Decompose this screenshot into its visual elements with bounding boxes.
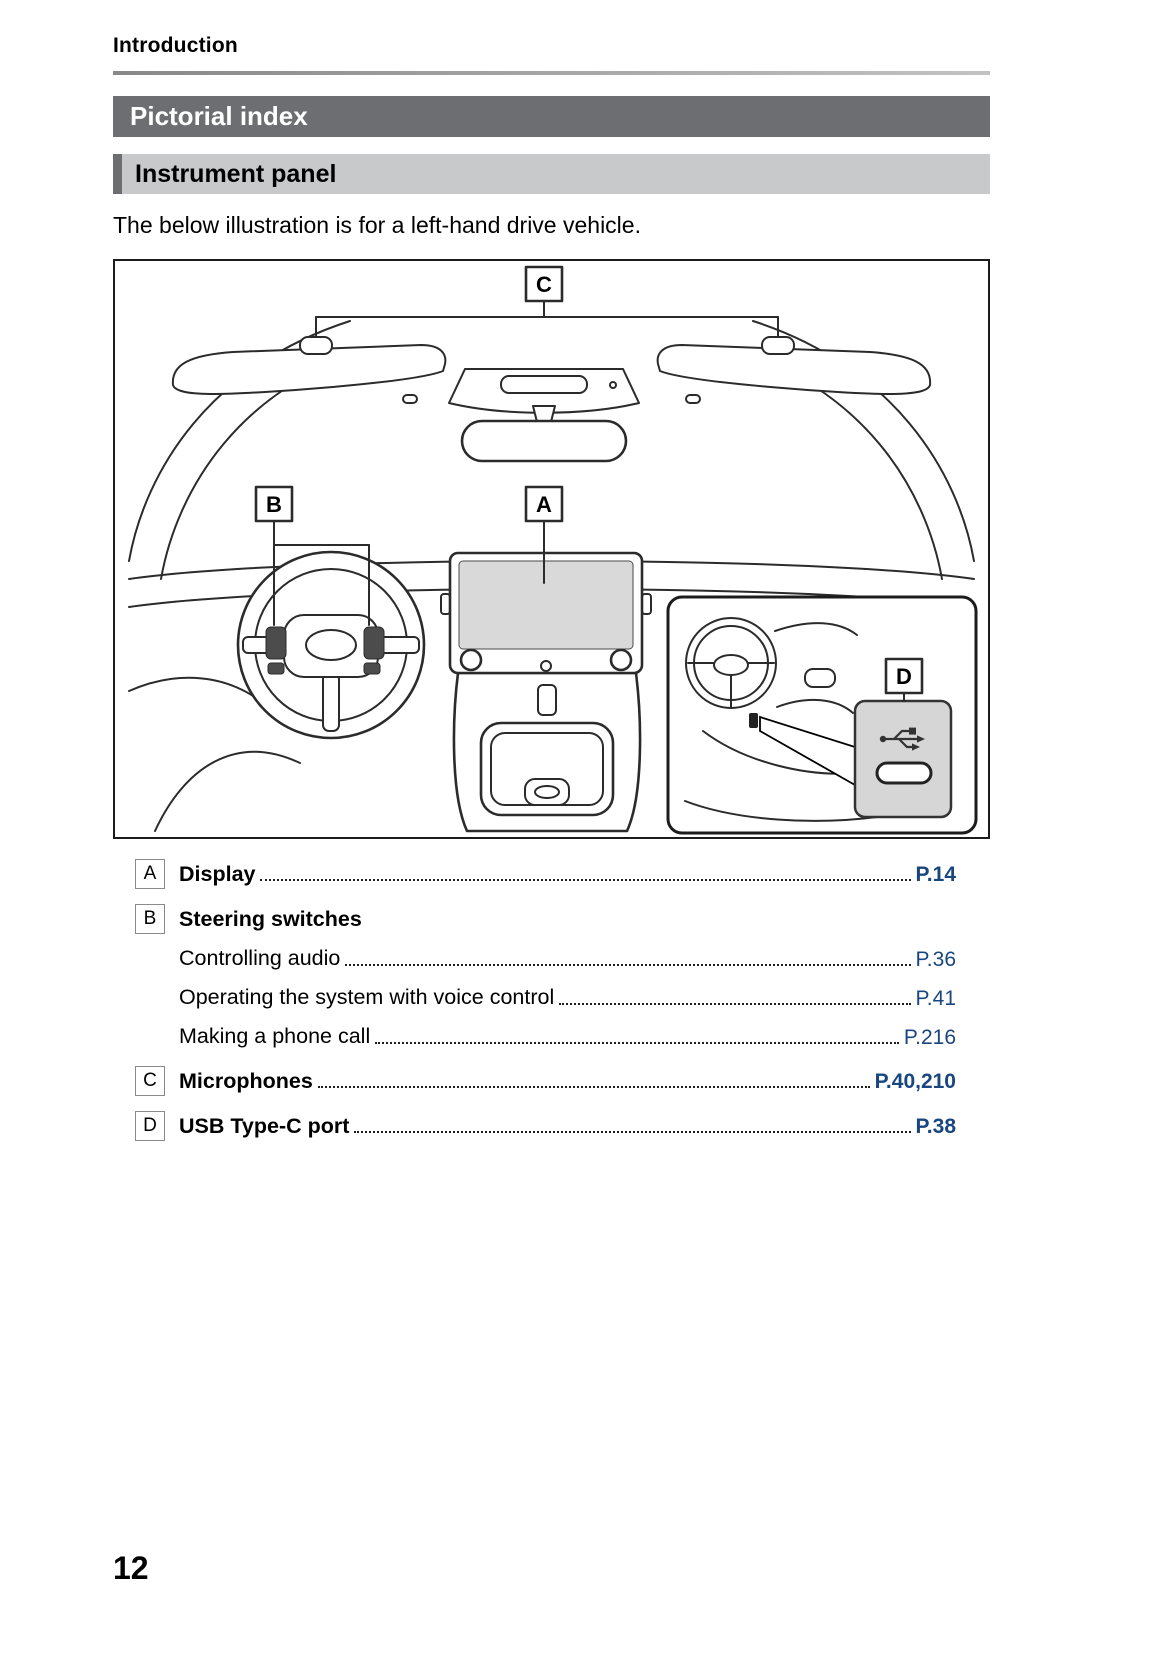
microphone-left <box>299 336 333 355</box>
callout-b-box <box>254 485 294 523</box>
page-content: Introduction Pictorial index Instrument … <box>113 34 990 1146</box>
center-console <box>452 671 642 833</box>
index-subentry-title: Controlling audio <box>179 946 341 970</box>
chapter-heading: Pictorial index <box>113 96 990 137</box>
usb-port-panel <box>853 699 953 819</box>
callout-c-label: C <box>536 272 552 297</box>
section-divider <box>113 71 990 75</box>
callout-a-label: A <box>536 492 552 517</box>
section-breadcrumb: Introduction <box>113 34 238 57</box>
display-screen <box>458 560 634 650</box>
index-letter-box-a: A <box>135 859 165 889</box>
index-subentry-controlling-audio: Controlling audio P.36 <box>135 939 956 978</box>
callout-b-steering-switches: B <box>254 485 370 626</box>
display-unit: A <box>440 485 652 675</box>
callout-d-box <box>884 657 924 695</box>
microphone-right <box>761 336 795 355</box>
pictorial-index-list: A Display P.14 B Steering switches Contr… <box>113 854 990 1146</box>
dotted-leader <box>260 879 911 881</box>
steering-wheel <box>236 550 426 740</box>
index-subentry-title: Operating the system with voice control <box>179 985 555 1009</box>
index-entry-usb-port: D USB Type-C port P.38 <box>135 1106 956 1146</box>
usb-c-port <box>875 761 933 785</box>
index-entry-microphones: C Microphones P.40,210 <box>135 1061 956 1101</box>
page-reference[interactable]: P.36 <box>915 947 957 971</box>
topic-heading-label: Instrument panel <box>135 159 337 188</box>
index-letter-box-d: D <box>135 1111 165 1141</box>
index-letter-box-c: C <box>135 1066 165 1096</box>
overhead-console <box>448 368 640 463</box>
usb-port-location <box>749 713 758 728</box>
index-entry-title: Microphones <box>179 1068 313 1093</box>
topic-heading: Instrument panel <box>113 154 990 194</box>
index-entry-title: USB Type-C port <box>179 1113 350 1138</box>
chapter-heading-label: Pictorial index <box>130 101 308 131</box>
page-reference[interactable]: P.40,210 <box>874 1070 956 1093</box>
intro-text: The below illustration is for a left-han… <box>113 212 641 238</box>
dotted-leader <box>345 963 911 966</box>
page-reference[interactable]: P.41 <box>915 986 957 1010</box>
index-subentry-phone-call: Making a phone call P.216 <box>135 1017 956 1056</box>
index-subentry-title: Making a phone call <box>179 1024 371 1048</box>
page-reference[interactable]: P.38 <box>915 1115 957 1138</box>
display-knob-left <box>459 648 483 672</box>
callout-c-box <box>524 265 564 303</box>
index-entry-title: Display <box>179 861 256 886</box>
rearview-mirror <box>460 419 628 463</box>
usb-detail-inset: D <box>666 595 978 835</box>
steering-switch-right <box>363 626 385 660</box>
display-knob-right <box>609 648 633 672</box>
index-entry-title: Steering switches <box>179 906 362 931</box>
index-entry-steering-switches: B Steering switches <box>135 899 956 939</box>
index-letter-box-b: B <box>135 904 165 934</box>
callout-d-label: D <box>896 664 912 689</box>
dotted-leader <box>317 1086 870 1088</box>
page-reference[interactable]: P.216 <box>903 1025 956 1049</box>
dotted-leader <box>375 1041 899 1044</box>
instrument-panel-diagram: C A <box>113 259 990 839</box>
callout-a-box <box>524 485 564 523</box>
page-number: 12 <box>113 1550 149 1586</box>
usb-icon <box>879 727 925 751</box>
gear-selector <box>524 778 570 806</box>
steering-switch-left <box>265 626 287 660</box>
callout-b-label: B <box>266 492 282 517</box>
page-reference[interactable]: P.14 <box>915 863 957 886</box>
callout-c-microphones: C <box>299 265 795 355</box>
instrument-panel-illustration: C A <box>128 265 978 835</box>
dotted-leader <box>354 1131 911 1133</box>
dotted-leader <box>559 1002 911 1005</box>
index-entry-display: A Display P.14 <box>135 854 956 894</box>
sun-visors <box>171 344 932 404</box>
index-subentry-voice-control: Operating the system with voice control … <box>135 978 956 1017</box>
